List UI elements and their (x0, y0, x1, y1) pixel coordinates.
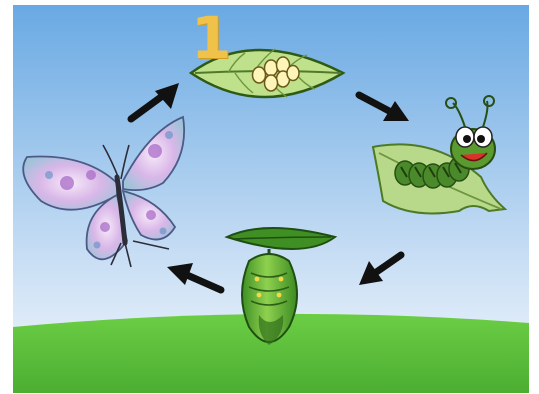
life-cycle-diagram: 1 (13, 5, 529, 393)
diagram-scene (13, 5, 529, 393)
step-number: 1 (191, 7, 231, 69)
